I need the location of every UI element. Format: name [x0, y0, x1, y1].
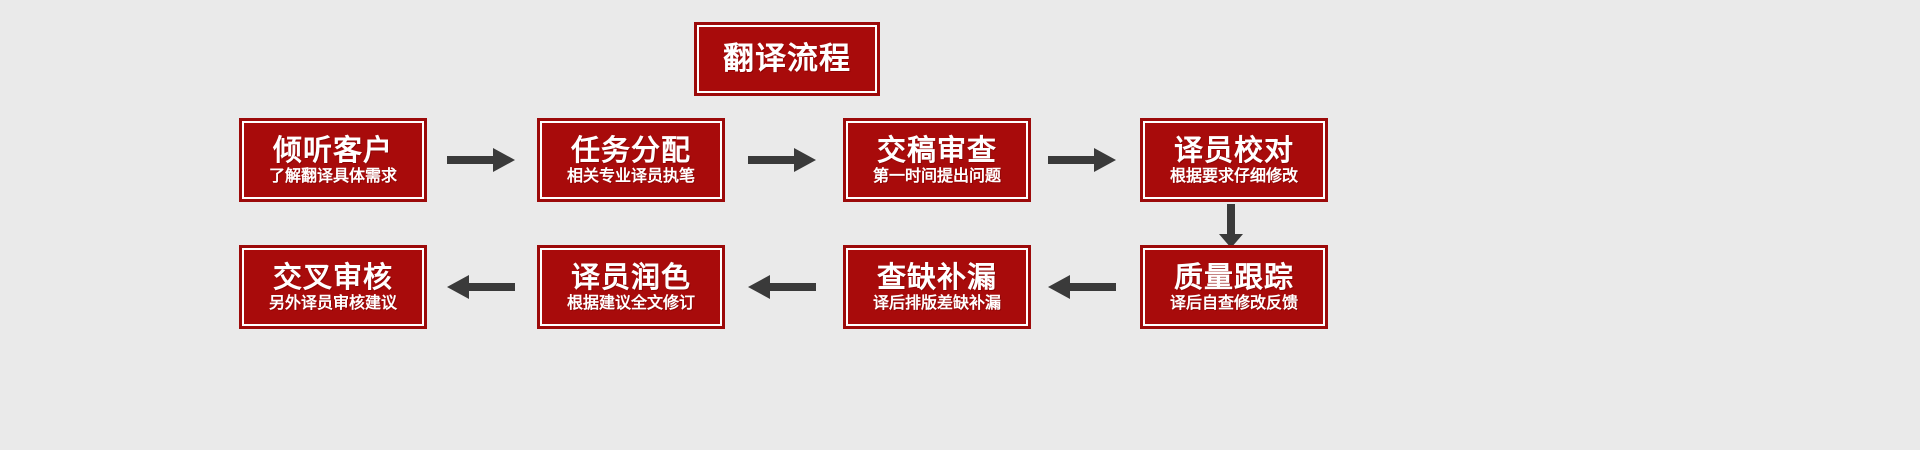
step-title: 交叉审核: [272, 260, 393, 295]
step-box-translator-proofread[interactable]: 译员校对 根据要求仔细修改: [1140, 118, 1328, 202]
step-inner: 译员校对 根据要求仔细修改: [1146, 124, 1322, 196]
arrow-down-icon: [1218, 204, 1244, 248]
step-subtitle: 另外译员审核建议: [268, 292, 397, 312]
step-subtitle: 译后排版差缺补漏: [872, 292, 1001, 312]
step-title: 质量跟踪: [1173, 260, 1294, 295]
arrow-right-icon: [1048, 145, 1116, 175]
step-box-cross-review[interactable]: 交叉审核 另外译员审核建议: [239, 245, 427, 329]
step-inner: 倾听客户 了解翻译具体需求: [245, 124, 421, 196]
step-title: 交稿审查: [876, 133, 997, 168]
arrow-right-icon: [748, 145, 816, 175]
step-box-translator-polish[interactable]: 译员润色 根据建议全文修订: [537, 245, 725, 329]
step-inner: 查缺补漏 译后排版差缺补漏: [849, 251, 1025, 323]
arrow-left-icon: [748, 272, 816, 302]
step-box-task-assignment[interactable]: 任务分配 相关专业译员执笔: [537, 118, 725, 202]
step-subtitle: 相关专业译员执笔: [566, 165, 695, 185]
step-title: 查缺补漏: [876, 260, 997, 295]
step-subtitle: 第一时间提出问题: [872, 165, 1001, 185]
step-box-submission-review[interactable]: 交稿审查 第一时间提出问题: [843, 118, 1031, 202]
step-title: 倾听客户: [272, 133, 393, 168]
step-subtitle: 了解翻译具体需求: [268, 165, 397, 185]
page-title: 翻译流程: [723, 40, 851, 77]
step-inner: 交稿审查 第一时间提出问题: [849, 124, 1025, 196]
step-box-quality-tracking[interactable]: 质量跟踪 译后自查修改反馈: [1140, 245, 1328, 329]
step-box-gap-filling[interactable]: 查缺补漏 译后排版差缺补漏: [843, 245, 1031, 329]
step-inner: 交叉审核 另外译员审核建议: [245, 251, 421, 323]
step-inner: 质量跟踪 译后自查修改反馈: [1146, 251, 1322, 323]
step-subtitle: 译后自查修改反馈: [1169, 292, 1298, 312]
step-title: 译员校对: [1173, 133, 1294, 168]
arrow-right-icon: [447, 145, 515, 175]
step-subtitle: 根据要求仔细修改: [1169, 165, 1298, 185]
step-box-listen-customer[interactable]: 倾听客户 了解翻译具体需求: [239, 118, 427, 202]
step-inner: 译员润色 根据建议全文修订: [543, 251, 719, 323]
step-inner: 任务分配 相关专业译员执笔: [543, 124, 719, 196]
step-subtitle: 根据建议全文修订: [566, 292, 695, 312]
diagram-title-inner: 翻译流程: [700, 28, 874, 90]
step-title: 译员润色: [570, 260, 691, 295]
diagram-title-box: 翻译流程: [694, 22, 880, 96]
arrow-left-icon: [447, 272, 515, 302]
arrow-left-icon: [1048, 272, 1116, 302]
step-title: 任务分配: [570, 133, 691, 168]
